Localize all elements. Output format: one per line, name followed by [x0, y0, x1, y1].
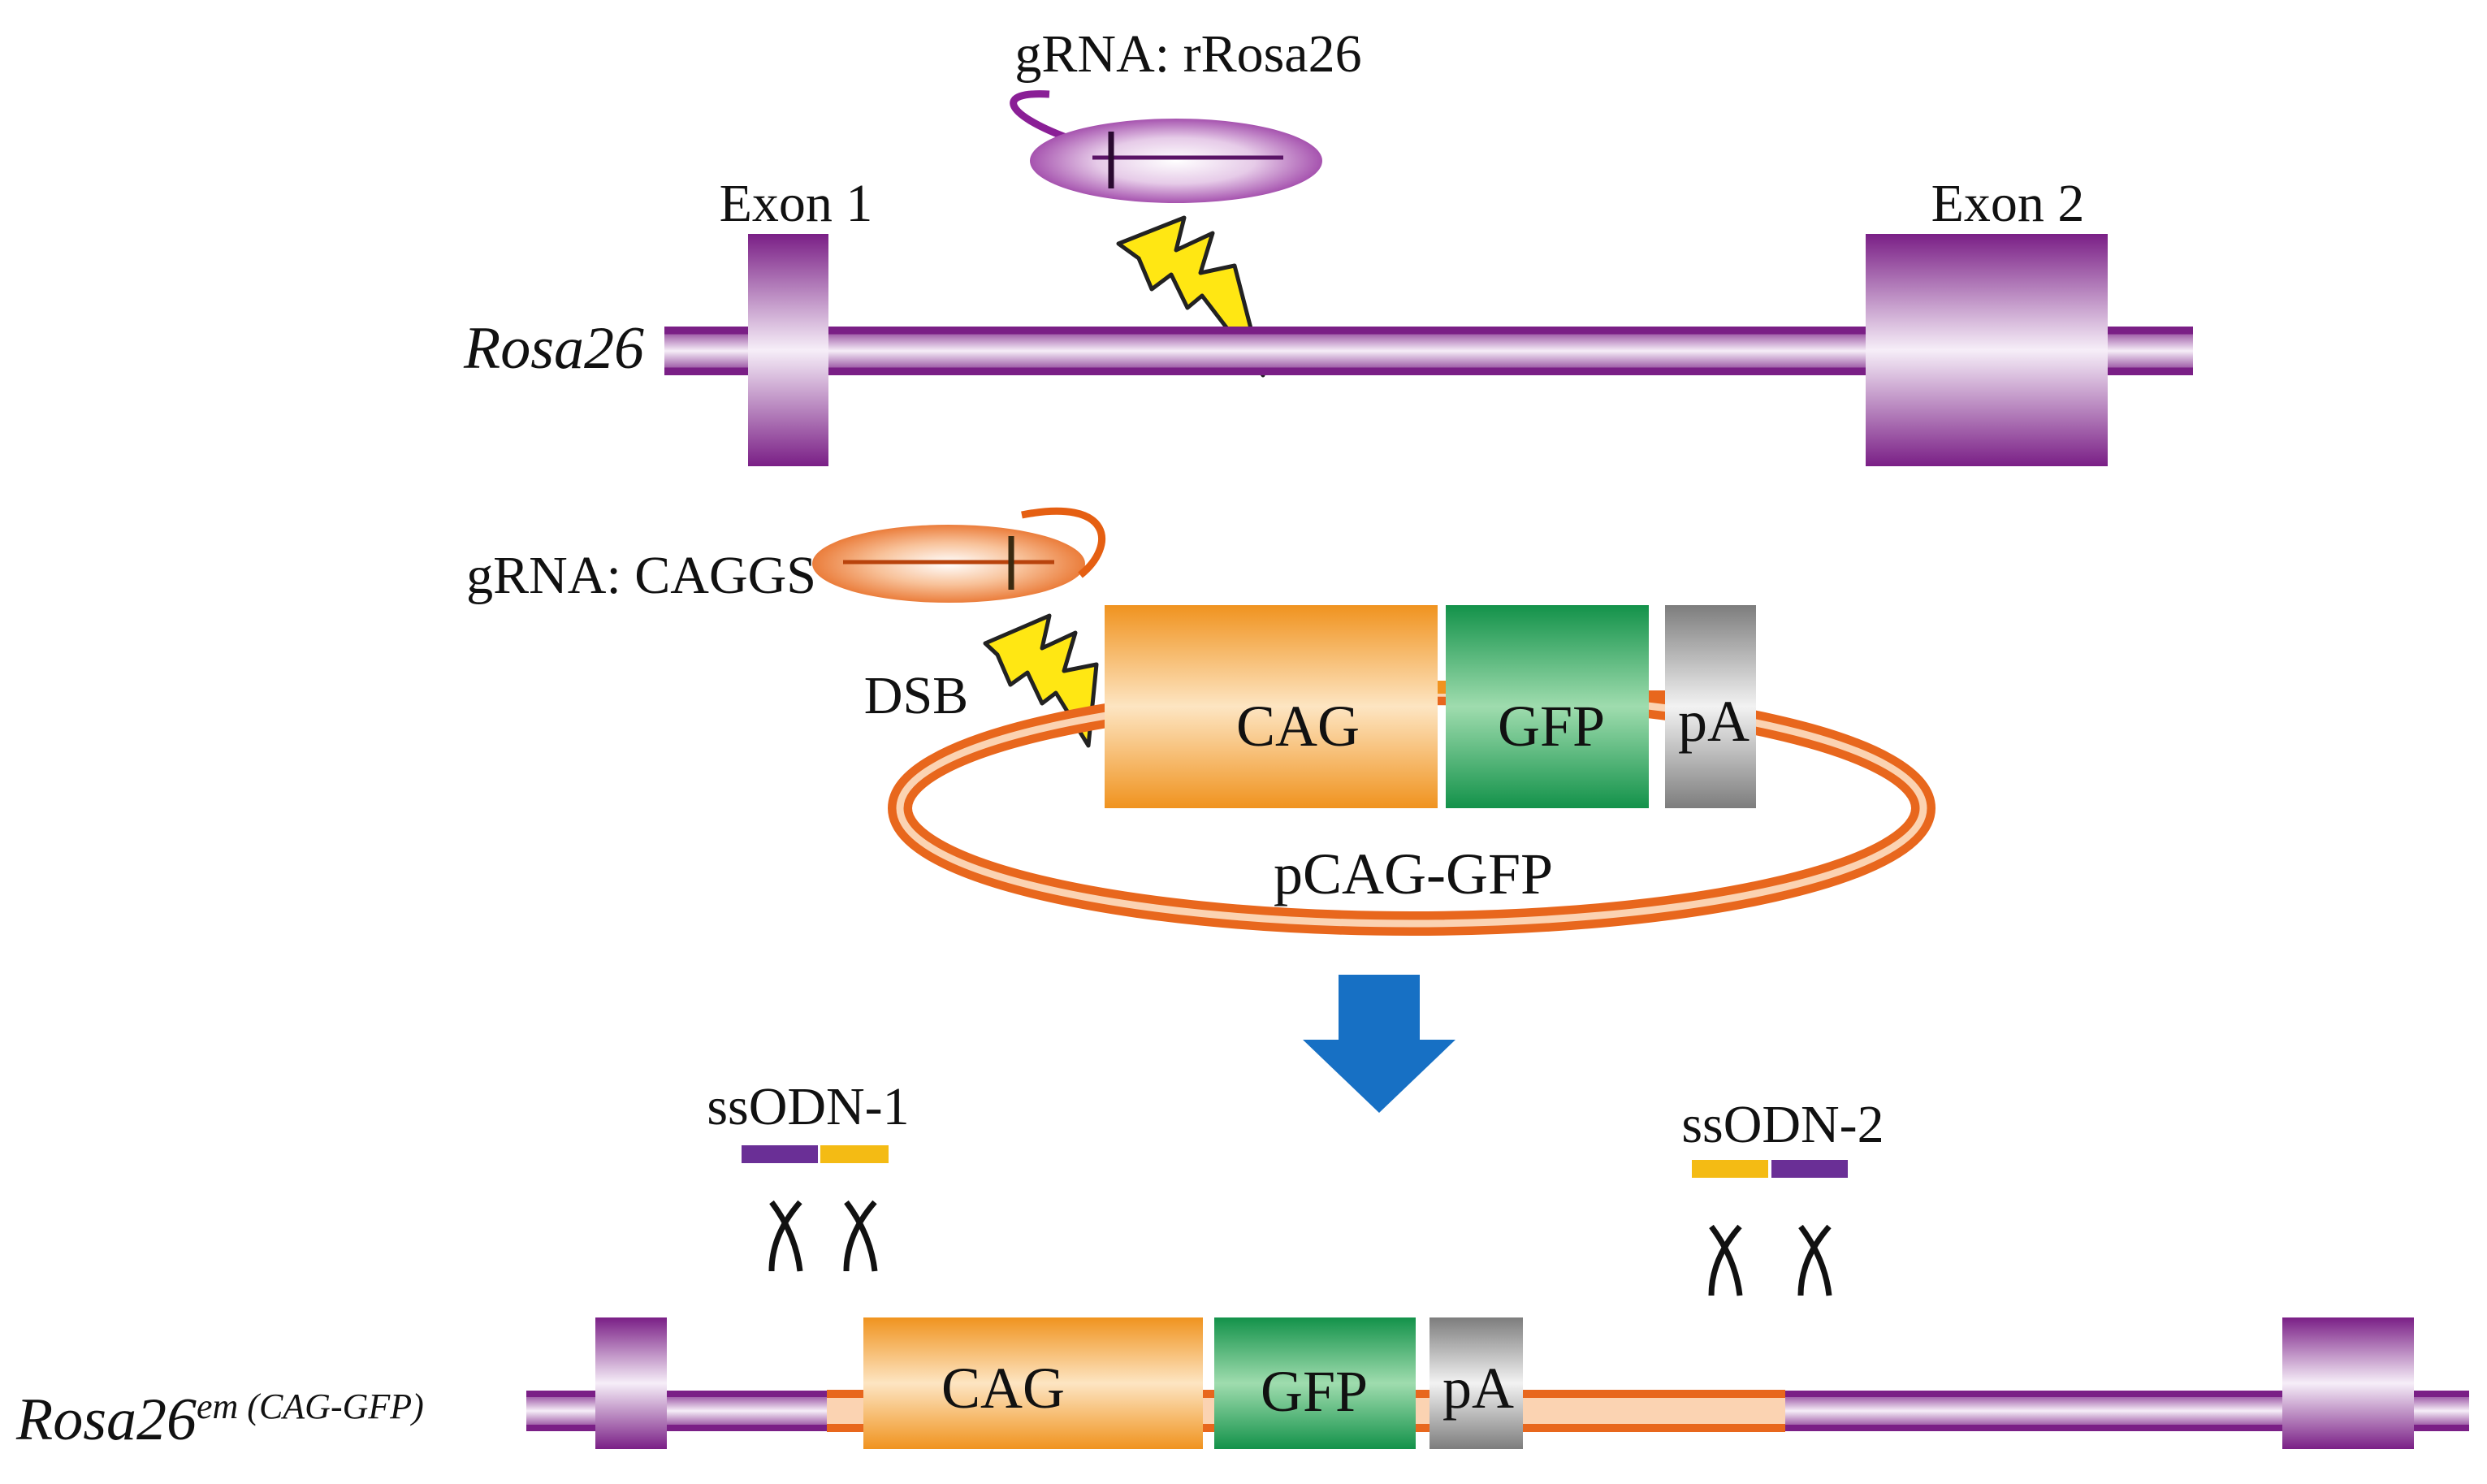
grna-tail: [1010, 90, 1070, 142]
ssodn1-rosa26-arm: [742, 1145, 818, 1163]
exon2-label: Exon 2: [1931, 174, 2085, 233]
allele-exon2-box: [2282, 1317, 2414, 1449]
gfp-box: [1446, 605, 1649, 808]
dsb-label: DSB: [864, 666, 968, 725]
knock-in-allele: CAG GFP pA Rosa26em (CAG-GFP): [15, 1317, 2469, 1453]
allele-pa-box: [1429, 1317, 1523, 1449]
ssodn2-pa-arm: [1692, 1160, 1768, 1178]
rosa26-locus: gRNA: rRosa26 Exon 1 Exon 2 Rosa26: [463, 24, 2193, 466]
ssodn-donors: ssODN-1 ssODN-2: [707, 1077, 1884, 1296]
pa-label: pA: [1678, 689, 1750, 754]
allele-label: Rosa26em (CAG-GFP): [15, 1387, 424, 1453]
crossover-icon: [768, 1200, 803, 1272]
grna-rrosa26-complex: [1010, 90, 1322, 203]
crossover-marks: [768, 1200, 1832, 1296]
cag-promoter-box: [1105, 605, 1438, 808]
crossover-icon: [1797, 1224, 1832, 1296]
exon2-box: [1866, 234, 2108, 466]
allele-gfp-box: [1214, 1317, 1416, 1449]
crossover-icon: [1708, 1224, 1743, 1296]
allele-gfp-label: GFP: [1261, 1359, 1368, 1424]
allele-label-main: Rosa26: [15, 1387, 197, 1453]
ssodn1-label: ssODN-1: [707, 1077, 909, 1136]
allele-label-superscript: em (CAG-GFP): [197, 1387, 424, 1426]
exon1-box: [748, 234, 828, 466]
rosa26-locus-label: Rosa26: [463, 315, 644, 382]
allele-exon1-box: [595, 1317, 667, 1449]
grna-tail-orange: [1021, 507, 1106, 578]
grna-caggs-label: gRNA: CAGGS: [466, 546, 816, 605]
down-arrow-icon: [1303, 975, 1455, 1113]
plasmid-construct: gRNA: CAGGS DSB CAG GFP pA pCAG-GFP: [466, 507, 1936, 936]
cas9-ellipse: [1030, 119, 1322, 203]
ssodn1-cag-arm: [820, 1145, 889, 1163]
crossover-icon: [843, 1200, 878, 1272]
exon1-label: Exon 1: [720, 174, 873, 233]
plasmid-name-label: pCAG-GFP: [1274, 842, 1553, 906]
grna-rrosa26-label: gRNA: rRosa26: [1014, 24, 1361, 84]
ssodn2-label: ssODN-2: [1681, 1095, 1884, 1154]
cag-label: CAG: [1236, 694, 1360, 759]
ssodn2-rosa26-arm: [1771, 1160, 1848, 1178]
allele-cag-label: CAG: [941, 1356, 1065, 1421]
gfp-label: GFP: [1498, 694, 1605, 759]
allele-cag-box: [863, 1317, 1203, 1449]
allele-pa-label: pA: [1442, 1356, 1514, 1421]
grna-caggs-complex: [812, 507, 1106, 603]
pa-box: [1665, 605, 1756, 808]
